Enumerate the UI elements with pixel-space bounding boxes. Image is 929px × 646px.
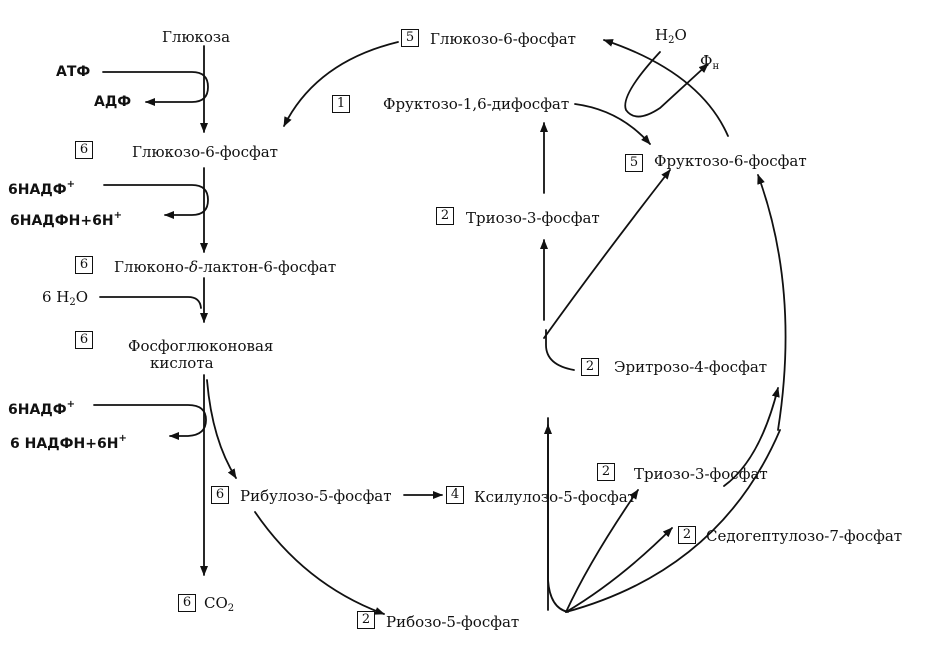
coef-g6p-left: 6 <box>75 141 93 159</box>
arc-g6p-to-step1 <box>283 41 399 127</box>
coef-lactone: 6 <box>75 256 93 274</box>
triose-upper-label: Триозо-3-фосфат <box>466 209 600 227</box>
ribose-label: Рибозо-5-фосфат <box>386 613 520 631</box>
arrow-ribose-to-sedo <box>565 527 673 613</box>
arrow-f16bp-to-f6p <box>574 103 651 145</box>
arc-f6p-to-g6p-top <box>603 39 729 137</box>
glucose-label: Глюкоза <box>162 28 231 46</box>
nadp-label-1: 6НАДФ+ <box>8 179 76 198</box>
coef-erythrose: 2 <box>581 358 599 376</box>
arrow-to-fructose6-from-center <box>543 169 671 339</box>
coef-triose-lower: 2 <box>597 463 615 481</box>
lactone-label: Глюконо-δ-лактон-6-фосфат <box>114 258 337 276</box>
g6p-left-label: Глюкозо-6-фосфат <box>132 143 278 161</box>
water-top-label: H2O <box>655 26 687 46</box>
arc-right-up-to-f6p <box>757 174 787 431</box>
nadp-hook-1 <box>103 184 209 219</box>
nadp-hook-2 <box>93 404 207 440</box>
coef-fructose6: 5 <box>625 154 643 172</box>
coef-phosphogluconic: 6 <box>75 331 93 349</box>
phosphogluconic-label-2: кислота <box>150 354 214 372</box>
xylulose-label: Ксилулозо-5-фосфат <box>474 488 636 506</box>
nadp-label-2: 6НАДФ+ <box>8 399 76 418</box>
coef-sedoheptulose: 2 <box>678 526 696 544</box>
coef-xylulose: 4 <box>446 486 464 504</box>
coef-co2: 6 <box>178 594 196 612</box>
adp-label: АДФ <box>94 94 132 110</box>
coef-ribose: 2 <box>357 611 375 629</box>
arc-ribose-to-right <box>565 429 781 613</box>
ribulose-label: Рибулозо-5-фосфат <box>240 487 392 505</box>
sedoheptulose-label: Седогептулозо-7-фосфат <box>706 527 903 545</box>
water-hook <box>99 296 202 309</box>
atp-adp-hook <box>102 71 209 106</box>
nadph-label-2: 6 НАДФН+6Н+ <box>10 433 127 452</box>
arc-ribulose-to-ribose <box>254 511 385 615</box>
fructose16-label: Фруктозо-1,6-дифосфат <box>383 95 570 113</box>
arrow-acid-to-ribulose <box>206 379 237 479</box>
fructose6-label: Фруктозо-6-фосфат <box>654 152 807 170</box>
water-loop <box>624 51 709 118</box>
phosphate-label: Фн <box>700 52 720 72</box>
water-label-left: 6 H2O <box>42 288 89 308</box>
erythrose-label: Эритрозо-4-фосфат <box>614 358 768 376</box>
atp-label: АТФ <box>56 64 91 80</box>
coef-ribulose: 6 <box>211 486 229 504</box>
nadph-label-1: 6НАДФН+6Н+ <box>10 210 122 229</box>
arrow-to-erythrose <box>723 387 780 487</box>
xylulose-to-ribose-side <box>547 417 569 613</box>
erythrose-hook <box>545 329 575 371</box>
step-one-box: 1 <box>332 95 350 113</box>
co2-label: CO2 <box>204 594 235 614</box>
coef-triose-upper: 2 <box>436 207 454 225</box>
coef-g6p-top: 5 <box>401 29 419 47</box>
arrow-ribose-to-triose-lower <box>565 489 639 613</box>
triose-lower-label: Триозо-3-фосфат <box>634 465 768 483</box>
g6p-top-label: Глюкозо-6-фосфат <box>430 30 576 48</box>
phosphogluconic-label-1: Фосфоглюконовая <box>128 337 274 355</box>
